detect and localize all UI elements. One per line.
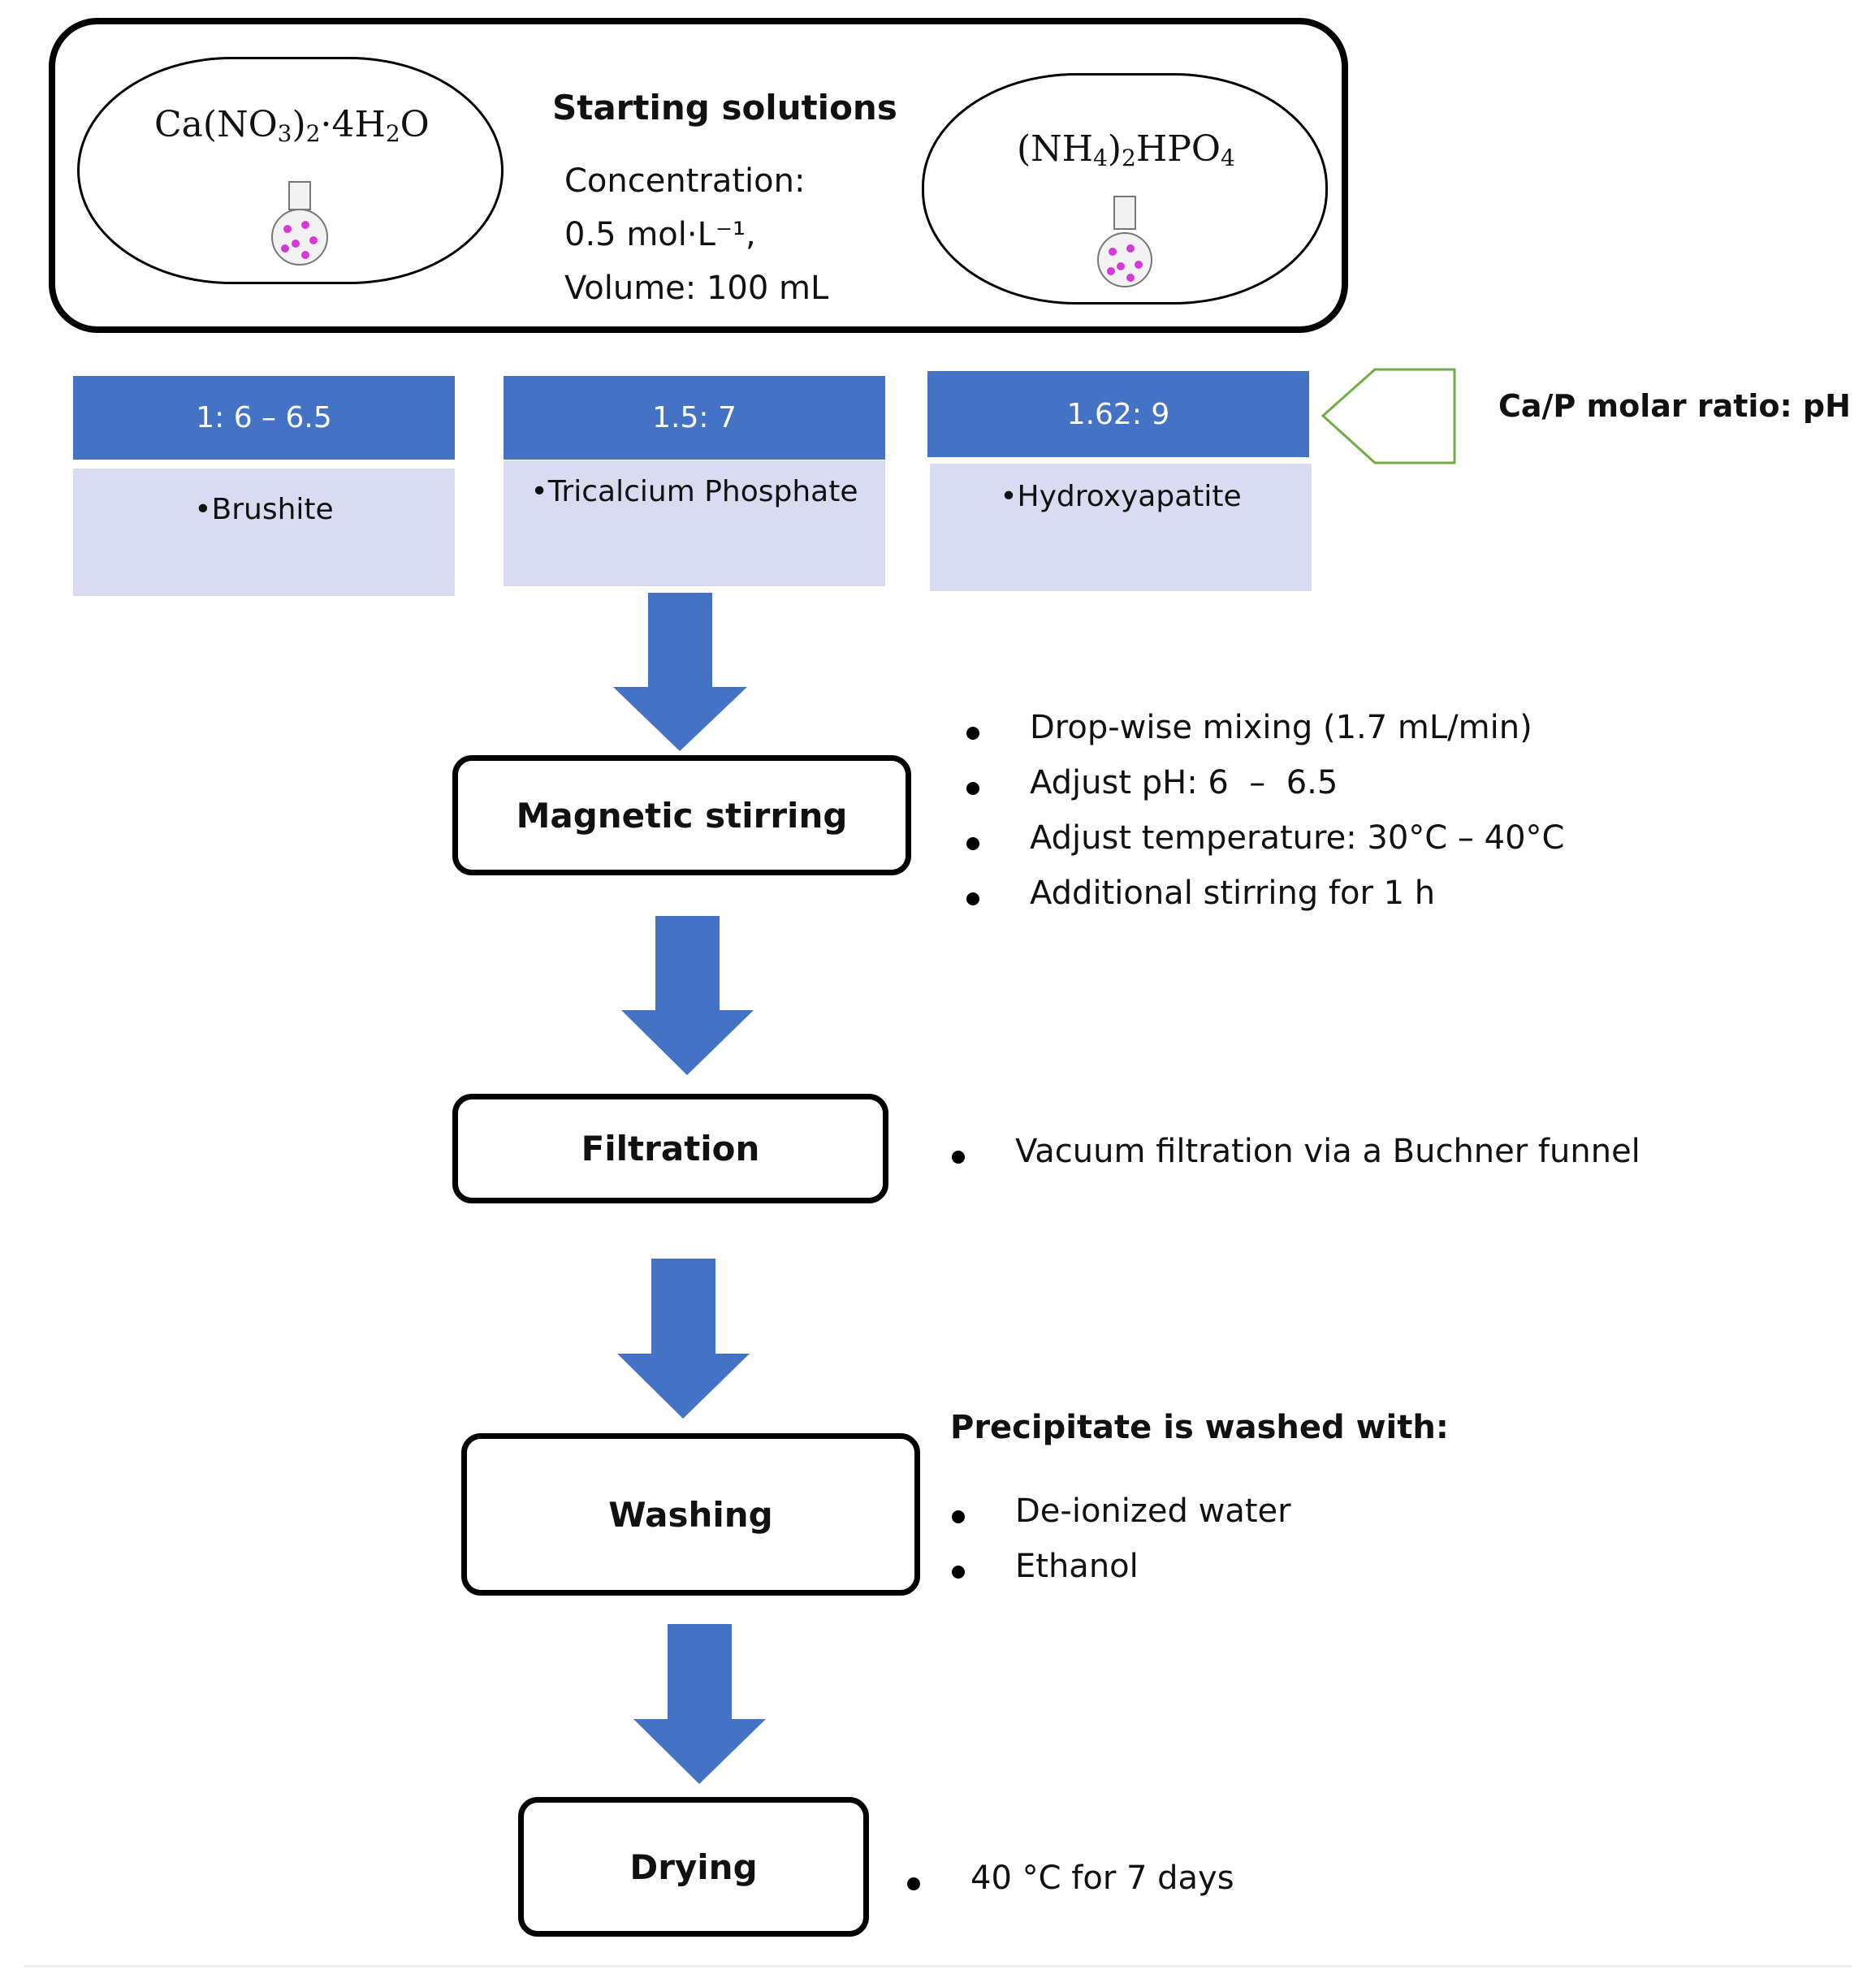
arrow-down-icon: [613, 593, 747, 751]
arrow-down-icon: [617, 1259, 750, 1419]
step-filtration: Filtration: [452, 1094, 888, 1203]
phase-tricalcium-phosphate: •Tricalcium Phosphate: [504, 460, 885, 586]
ratio-callout-pentagon: [1321, 368, 1456, 464]
step-label: Washing: [608, 1494, 773, 1535]
bottom-divider: [24, 1965, 1852, 1968]
step-washing: Washing: [461, 1433, 920, 1596]
bullet-icon: [952, 1151, 965, 1164]
bullet-icon: [966, 727, 979, 740]
bullet-icon: [966, 892, 979, 905]
step-magnetic-stirring: Magnetic stirring: [452, 755, 911, 875]
ammonium-phosphate-formula: (NH4)2HPO4: [1017, 128, 1235, 171]
bullet-icon: [907, 1877, 920, 1890]
bullet-icon: [952, 1510, 965, 1523]
step-label: Drying: [629, 1847, 758, 1887]
flask-icon-right: [1097, 196, 1152, 287]
washing-heading: Precipitate is washed with:: [950, 1409, 1449, 1446]
volume-label: Volume: 100 mL: [564, 270, 829, 307]
bullet-icon: [966, 782, 979, 795]
concentration-value: 0.5 mol·L⁻¹,: [564, 216, 756, 253]
phase-hydroxyapatite: •Hydroxyapatite: [930, 464, 1312, 591]
starting-solutions-container: [49, 18, 1348, 333]
step-label: Magnetic stirring: [516, 795, 848, 836]
flask-icon-left: [271, 181, 328, 266]
ammonium-phosphate-solution: [922, 73, 1328, 305]
step-label: Filtration: [581, 1129, 760, 1168]
step-drying: Drying: [518, 1797, 869, 1937]
concentration-label: Concentration:: [564, 162, 806, 200]
calcium-nitrate-formula: Ca(NO3)2·4H2O: [154, 104, 430, 147]
calcium-nitrate-solution: [77, 57, 504, 284]
ratio-tricalcium-phosphate: 1.5: 7: [504, 376, 885, 460]
ratio-caption: Ca/P molar ratio: pH: [1498, 388, 1851, 424]
arrow-down-icon: [621, 916, 754, 1075]
ratio-hydroxyapatite: 1.62: 9: [927, 371, 1309, 457]
phase-brushite: •Brushite: [73, 469, 455, 596]
bullet-icon: [966, 837, 979, 850]
bullet-icon: [952, 1566, 965, 1579]
ratio-brushite: 1: 6 – 6.5: [73, 376, 455, 460]
starting-solutions-title: Starting solutions: [552, 88, 897, 127]
arrow-down-icon: [633, 1624, 766, 1784]
